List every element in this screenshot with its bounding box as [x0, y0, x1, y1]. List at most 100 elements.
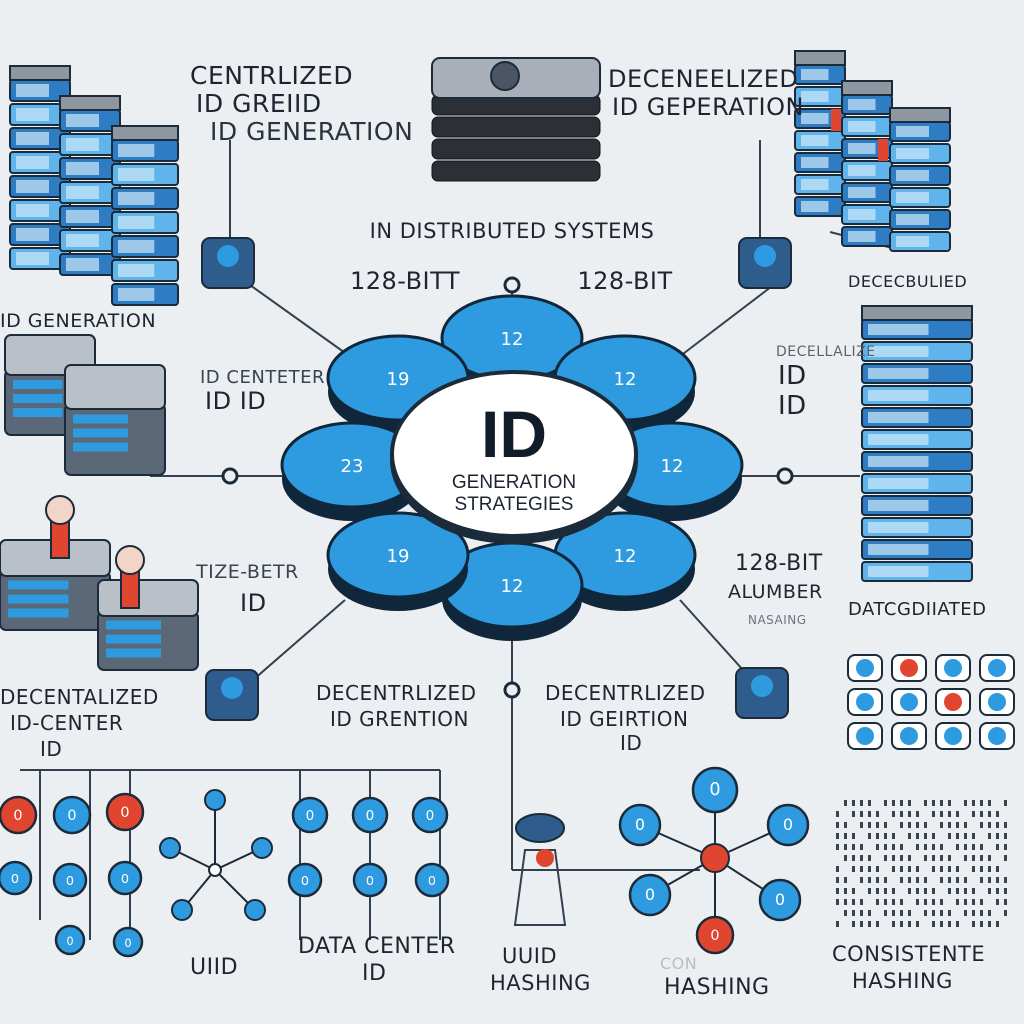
node-red [695, 915, 735, 955]
matrix-dot [964, 800, 967, 806]
matrix-dot [844, 844, 847, 850]
matrix-dot [860, 899, 863, 905]
right-id-label-1: DECELLALIZE [776, 344, 876, 360]
matrix-dot [876, 822, 879, 828]
matrix-dot [836, 921, 839, 927]
petal-disk [326, 511, 470, 599]
matrix-dot [908, 877, 911, 883]
server-slot-highlight [118, 264, 155, 277]
matrix-dot [884, 800, 887, 806]
box-led-strip [8, 594, 69, 604]
matrix-dot [932, 866, 935, 872]
server-accent [831, 109, 841, 131]
node-blue [107, 860, 143, 896]
matrix-dot [860, 844, 863, 850]
matrix-dot [868, 833, 871, 839]
bit-number-label-1: 128-BIT [735, 551, 823, 576]
grid-tile-dot [988, 727, 1006, 745]
server-slot-highlight [801, 113, 829, 124]
grid-tile-dot [944, 659, 962, 677]
matrix-dot [980, 877, 983, 883]
matrix-dot [1004, 899, 1007, 905]
node-blue [351, 796, 389, 834]
box-led-strip [13, 380, 63, 389]
matrix-dot [932, 844, 935, 850]
cube-node-light [217, 245, 239, 267]
server-top [861, 305, 973, 321]
matrix-dot [980, 921, 983, 927]
matrix-dot [988, 800, 991, 806]
matrix-dot [868, 811, 871, 817]
petal-label: 12 [614, 369, 637, 390]
server-slot-highlight [66, 258, 99, 271]
server-stack [889, 107, 951, 252]
bit-number-label-3: NASAING [748, 613, 807, 627]
node-label: 0 [426, 808, 435, 824]
server-slot-highlight [868, 500, 929, 511]
matrix-dot [876, 921, 879, 927]
matrix-dot [892, 855, 895, 861]
server-stack [861, 305, 973, 582]
matrix-dot [908, 888, 911, 894]
matrix-dot [932, 888, 935, 894]
server-slot-highlight [16, 252, 49, 265]
bit-number-label-2: ALUMBER [728, 581, 823, 603]
matrix-dot [1004, 855, 1007, 861]
node-label: 0 [66, 874, 74, 889]
star-leaf [171, 899, 193, 921]
left-decentral-label-1: DECENTALIZED [0, 685, 159, 709]
box-led-strip [73, 428, 128, 438]
matrix-dot [948, 910, 951, 916]
matrix-dot [908, 811, 911, 817]
matrix-dot [980, 910, 983, 916]
matrix-dot [836, 811, 839, 817]
box-led-strip [8, 580, 69, 590]
matrix-dot [956, 811, 959, 817]
left-decentral-label-2: ID-CENTER [10, 711, 124, 735]
matrix-dot [852, 888, 855, 894]
cube-node-light [754, 245, 776, 267]
grid-icons [847, 654, 1015, 750]
node-blue [411, 796, 449, 834]
server-slot-highlight [118, 144, 155, 157]
matrix-dot [892, 921, 895, 927]
node-blue [54, 924, 86, 956]
matrix-dot [980, 899, 983, 905]
uuid-label-2: HASHING [490, 971, 591, 995]
server-slot-highlight [896, 148, 929, 159]
server-stack [111, 125, 179, 306]
top-right-small-label: DECECBULIED [848, 272, 968, 291]
server-slot-highlight [848, 209, 876, 220]
server-stack [794, 50, 846, 217]
star-hub [208, 863, 222, 877]
matrix-dot [844, 855, 847, 861]
matrix-dot [844, 877, 847, 883]
grid-tile-dot [988, 693, 1006, 711]
matrix-dot [948, 811, 951, 817]
matrix-dot [924, 844, 927, 850]
server-top [59, 95, 121, 111]
matrix-dot [844, 833, 847, 839]
matrix-dot [852, 866, 855, 872]
node-blue [414, 862, 450, 898]
matrix-dot [924, 855, 927, 861]
matrix-dot [980, 822, 983, 828]
matrix-dot [884, 833, 887, 839]
matrix-dot [924, 899, 927, 905]
grid-tile-dot [900, 727, 918, 745]
matrix-dot [868, 855, 871, 861]
petal-label: 23 [341, 456, 364, 477]
lever-knob [115, 545, 145, 575]
server-slot-highlight [118, 240, 155, 253]
node-label: 0 [635, 815, 645, 834]
petal-label: 12 [614, 546, 637, 567]
consistent-label-2: HASHING [852, 969, 953, 993]
node-label: 0 [124, 937, 131, 950]
device-boxes [0, 237, 792, 926]
star-leaf [251, 837, 273, 859]
matrix-dot [876, 899, 879, 905]
matrix-dot [860, 910, 863, 916]
server-slot-highlight [868, 324, 929, 335]
matrix-dot [932, 833, 935, 839]
